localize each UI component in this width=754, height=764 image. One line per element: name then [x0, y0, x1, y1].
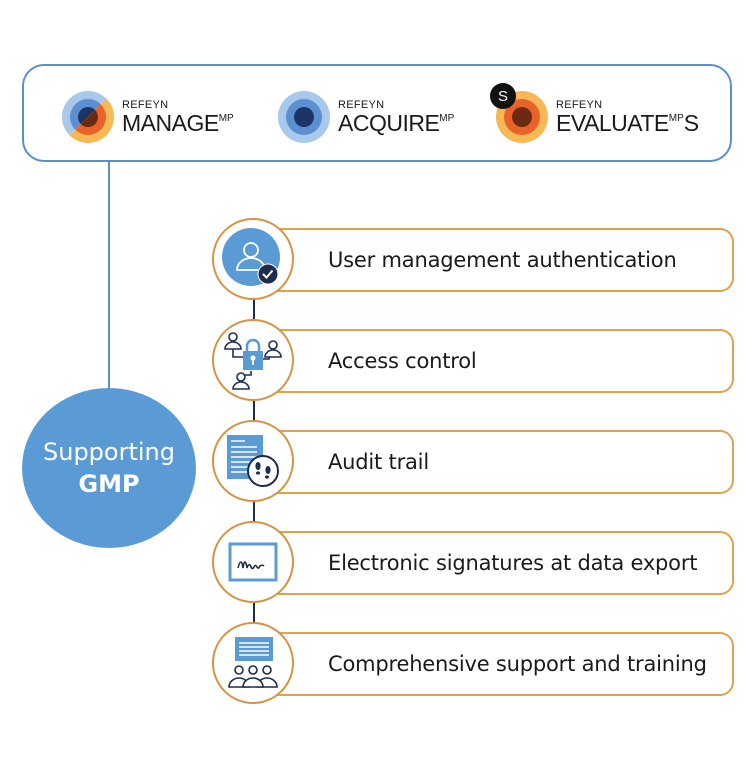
brand-name: REFEYN [556, 98, 603, 111]
feature-item: Audit trail [212, 420, 734, 506]
feature-label: Electronic signatures at data export [328, 551, 698, 575]
product-bar: REFEYN MANAGEMP REFEYN ACQUIREMP S REFEY… [22, 64, 732, 162]
brand-name: REFEYN [122, 98, 169, 111]
hub-line2: GMP [78, 470, 140, 498]
hub-line1: Supporting [43, 438, 175, 466]
brand-name: REFEYN [338, 98, 385, 111]
product-suffix: MP [439, 112, 455, 124]
feature-icon-ring [212, 319, 294, 401]
feature-icon-ring [212, 218, 294, 300]
product-name: EVALUATEMPS [556, 109, 699, 136]
feature-bar [252, 329, 734, 393]
feature-item: Access control [212, 319, 734, 405]
product-title: EVALUATE [556, 109, 669, 136]
product-evaluate: S REFEYN EVALUATEMPS [490, 83, 699, 144]
feature-bar [252, 632, 734, 696]
feature-bar [252, 228, 734, 292]
training-icon [228, 637, 278, 688]
feature-icon-ring [212, 521, 294, 603]
product-suffix: MP [218, 112, 234, 124]
feature-icon-ring [212, 622, 294, 704]
product-title: ACQUIRE [338, 109, 440, 136]
product-suffix: MP [668, 112, 684, 124]
feature-item: Comprehensive support and training [212, 622, 734, 708]
product-name: MANAGEMP [122, 109, 234, 136]
feature-item: User management authentication [212, 218, 734, 304]
feature-item: Electronic signatures at data export [212, 521, 734, 607]
product-name: ACQUIREMP [338, 109, 455, 136]
product-manage: REFEYN MANAGEMP [62, 90, 234, 144]
supporting-gmp-hub: Supporting GMP [22, 388, 196, 548]
user-check-icon [222, 228, 280, 286]
s-badge-icon: S [490, 83, 516, 109]
feature-label: Access control [328, 349, 477, 373]
evaluate-logo-icon: S [490, 83, 548, 143]
feature-icon-ring [212, 420, 294, 502]
product-title: MANAGE [122, 109, 219, 136]
lock-users-icon [224, 332, 282, 390]
document-footprints-icon [227, 435, 279, 487]
product-acquire: REFEYN ACQUIREMP [278, 90, 454, 144]
product-suffix-s: S [683, 109, 699, 136]
acquire-logo-icon [278, 91, 330, 143]
signature-icon [228, 542, 278, 582]
feature-label: User management authentication [328, 248, 677, 272]
connector-line [108, 162, 110, 392]
manage-logo-icon [62, 91, 114, 143]
feature-label: Comprehensive support and training [328, 652, 707, 676]
feature-bar [252, 531, 734, 595]
feature-label: Audit trail [328, 450, 429, 474]
feature-bar [252, 430, 734, 494]
